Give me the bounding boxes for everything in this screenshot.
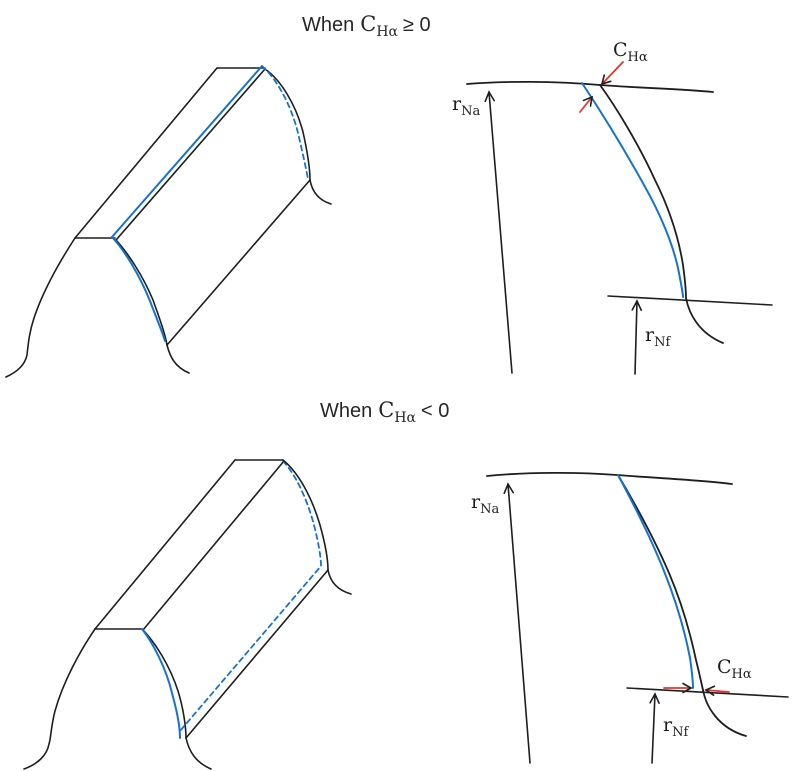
rna-base: r	[452, 93, 462, 115]
rnf-subscript: Nf	[654, 334, 671, 350]
cha-base: C	[717, 656, 732, 678]
modified-profile-curve-blue	[581, 82, 684, 298]
rna-dimension-arrow	[484, 90, 513, 374]
rna-dimension-arrow	[503, 482, 531, 764]
label-cha-bottom-panel: CHα	[717, 656, 752, 681]
modified-profile-curve-blue	[617, 474, 694, 689]
front-flank-modified-blue	[141, 628, 181, 739]
cha-dimension-arrow-upper	[600, 61, 624, 86]
front-flank-modified-blue	[111, 236, 166, 342]
tip-edge	[115, 68, 266, 241]
tip-circle-arc	[466, 80, 714, 93]
label-cha-top-panel: CHα	[613, 39, 648, 64]
cha-subscript: Hα	[627, 49, 648, 65]
rnf-circle-line	[607, 295, 773, 306]
label-rnf-top-panel: rNf	[645, 324, 670, 349]
tip-circle-arc	[486, 471, 733, 485]
cha-symbol: C	[360, 12, 377, 36]
left-flank-curve	[5, 237, 76, 378]
label-rna-top-panel: rNa	[452, 93, 480, 118]
rnf-base: r	[645, 324, 655, 346]
title-condition: < 0	[421, 400, 450, 422]
title-condition: ≥ 0	[403, 14, 431, 36]
reference-profile-curve	[617, 474, 704, 691]
rna-subscript: Na	[480, 501, 500, 517]
tip-edge	[142, 460, 285, 631]
rnf-base: r	[663, 714, 673, 736]
panel-3d-tooth-negative	[23, 459, 352, 770]
back-root-fillet	[309, 179, 332, 205]
tip-edge-modified-blue	[111, 65, 263, 238]
top-left-edge	[74, 67, 218, 239]
modified-root-edge-dashed	[179, 460, 322, 732]
panel-2d-profile-negative	[486, 471, 789, 764]
panel-3d-tooth-positive	[5, 65, 332, 378]
label-rna-bottom-panel: rNa	[471, 491, 499, 516]
rnf-dimension-arrow	[649, 692, 660, 764]
root-edge	[166, 179, 311, 346]
top-left-edge	[94, 459, 236, 630]
cha-symbol-subscript: Hα	[394, 410, 416, 427]
cha-dimension-arrow-lower	[579, 95, 594, 113]
cha-subscript: Hα	[731, 666, 752, 682]
cha-symbol: C	[378, 398, 395, 422]
left-flank-curve	[23, 628, 96, 770]
root-fillet-curve	[685, 297, 724, 344]
back-flank-curve	[264, 68, 311, 181]
label-rnf-bottom-panel: rNf	[663, 714, 688, 739]
rnf-dimension-arrow	[631, 299, 643, 375]
front-root-fillet	[166, 344, 190, 374]
rnf-subscript: Nf	[672, 724, 689, 740]
back-flank-curve	[282, 459, 329, 571]
cha-dimension-arrow-right	[704, 685, 730, 696]
front-root-fillet	[185, 737, 212, 770]
title-prefix: When	[320, 400, 373, 422]
root-edge	[185, 569, 329, 739]
root-fillet-curve	[702, 689, 747, 737]
panel-2d-profile-positive	[466, 61, 773, 375]
cha-symbol-subscript: Hα	[376, 24, 398, 41]
front-flank-curve	[115, 239, 168, 346]
back-flank-modified-dashed	[261, 65, 309, 180]
reference-profile-curve	[599, 84, 687, 299]
cha-base: C	[613, 39, 628, 61]
title-prefix: When	[302, 14, 355, 36]
front-flank-curve	[141, 628, 187, 739]
rna-base: r	[471, 491, 481, 513]
back-root-fillet	[327, 569, 352, 595]
rna-subscript: Na	[461, 103, 481, 119]
